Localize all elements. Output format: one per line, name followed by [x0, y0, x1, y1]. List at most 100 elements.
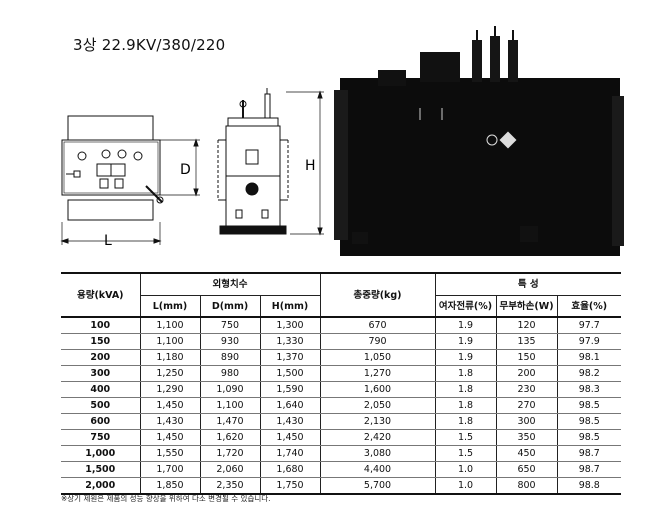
cell-H: 1,370 — [259, 349, 321, 366]
cell-weight: 4,400 — [319, 461, 436, 478]
cell-efficiency: 97.9 — [556, 333, 622, 350]
cell-D: 1,090 — [199, 381, 260, 398]
cell-excitation: 1.9 — [434, 333, 497, 350]
cell-capacity: 150 — [61, 333, 140, 350]
cell-efficiency: 98.7 — [556, 461, 622, 478]
cell-capacity: 1,000 — [61, 445, 140, 462]
cell-H: 1,680 — [259, 461, 321, 478]
cell-capacity: 1,500 — [61, 461, 140, 478]
cell-H: 1,590 — [259, 381, 321, 398]
side-view-drawing — [217, 88, 324, 236]
header-d: D(mm) — [199, 295, 260, 317]
cell-capacity: 200 — [61, 349, 140, 366]
cell-L: 1,100 — [139, 333, 200, 350]
cell-excitation: 1.8 — [434, 365, 497, 382]
cell-noload: 120 — [495, 316, 558, 334]
page-title: 3상 22.9KV/380/220 — [73, 36, 226, 54]
dim-label-d: D — [180, 162, 191, 178]
cell-excitation: 1.9 — [434, 349, 497, 366]
cell-L: 1,700 — [139, 461, 200, 478]
cell-L: 1,180 — [139, 349, 200, 366]
cell-excitation: 1.5 — [434, 445, 497, 462]
footnote: ※상기 제원은 제품의 성능 향상을 위하여 다소 변경될 수 있습니다. — [61, 494, 271, 503]
cell-excitation: 1.8 — [434, 413, 497, 430]
cell-excitation: 1.8 — [434, 397, 497, 414]
cell-noload: 270 — [495, 397, 558, 414]
cell-D: 890 — [199, 349, 260, 366]
cell-noload: 200 — [495, 365, 558, 382]
cell-L: 1,290 — [139, 381, 200, 398]
cell-H: 1,640 — [259, 397, 321, 414]
spec-table: 용량(kVA) 외형치수 총중량(kg) 특 성 L(mm) D(mm) H(m… — [61, 272, 622, 495]
header-capacity: 용량(kVA) — [76, 289, 124, 301]
dim-label-l: L — [104, 233, 112, 249]
cell-excitation: 1.9 — [434, 316, 497, 334]
header-group-dims: 외형치수 — [139, 273, 321, 296]
header-h: H(mm) — [259, 295, 321, 317]
cell-H: 1,450 — [259, 429, 321, 446]
dim-label-h: H — [305, 158, 316, 174]
cell-H: 1,300 — [259, 316, 321, 334]
cell-efficiency: 98.8 — [556, 477, 622, 495]
cell-L: 1,250 — [139, 365, 200, 382]
cell-D: 750 — [199, 316, 260, 334]
cell-capacity: 400 — [61, 381, 140, 398]
cell-efficiency: 98.5 — [556, 413, 622, 430]
cell-weight: 1,270 — [319, 365, 436, 382]
cell-H: 1,750 — [259, 477, 321, 495]
cell-efficiency: 98.5 — [556, 397, 622, 414]
cell-D: 980 — [199, 365, 260, 382]
cell-weight: 2,420 — [319, 429, 436, 446]
header-noload: 무부하손(W) — [495, 295, 558, 317]
front-view-drawing — [60, 115, 200, 245]
header-excitation: 여자전류(%) — [434, 295, 497, 317]
cell-efficiency: 98.1 — [556, 349, 622, 366]
cell-L: 1,450 — [139, 429, 200, 446]
header-l: L(mm) — [139, 295, 200, 317]
cell-L: 1,550 — [139, 445, 200, 462]
cell-weight: 5,700 — [319, 477, 436, 495]
header-efficiency: 효율(%) — [556, 295, 622, 317]
cell-L: 1,430 — [139, 413, 200, 430]
cell-weight: 670 — [319, 316, 436, 334]
cell-weight: 3,080 — [319, 445, 436, 462]
cell-L: 1,100 — [139, 316, 200, 334]
cell-D: 1,100 — [199, 397, 260, 414]
cell-excitation: 1.5 — [434, 429, 497, 446]
cell-weight: 1,600 — [319, 381, 436, 398]
cell-H: 1,500 — [259, 365, 321, 382]
cell-D: 1,620 — [199, 429, 260, 446]
cell-capacity: 2,000 — [61, 477, 140, 495]
cell-capacity: 600 — [61, 413, 140, 430]
cell-L: 1,850 — [139, 477, 200, 495]
cell-H: 1,740 — [259, 445, 321, 462]
cell-noload: 300 — [495, 413, 558, 430]
cell-capacity: 750 — [61, 429, 140, 446]
cell-weight: 2,130 — [319, 413, 436, 430]
cell-weight: 790 — [319, 333, 436, 350]
cell-noload: 650 — [495, 461, 558, 478]
cell-capacity: 500 — [61, 397, 140, 414]
cell-D: 1,720 — [199, 445, 260, 462]
cell-D: 2,060 — [199, 461, 260, 478]
cell-efficiency: 98.3 — [556, 381, 622, 398]
cell-noload: 135 — [495, 333, 558, 350]
cell-noload: 800 — [495, 477, 558, 495]
transformer-drawings: L D H — [60, 26, 624, 256]
cell-D: 2,350 — [199, 477, 260, 495]
cell-excitation: 1.0 — [434, 477, 497, 495]
cell-excitation: 1.8 — [434, 381, 497, 398]
cell-noload: 450 — [495, 445, 558, 462]
header-weight: 총중량(kg) — [319, 273, 436, 317]
cell-efficiency: 98.5 — [556, 429, 622, 446]
cell-weight: 2,050 — [319, 397, 436, 414]
cell-weight: 1,050 — [319, 349, 436, 366]
